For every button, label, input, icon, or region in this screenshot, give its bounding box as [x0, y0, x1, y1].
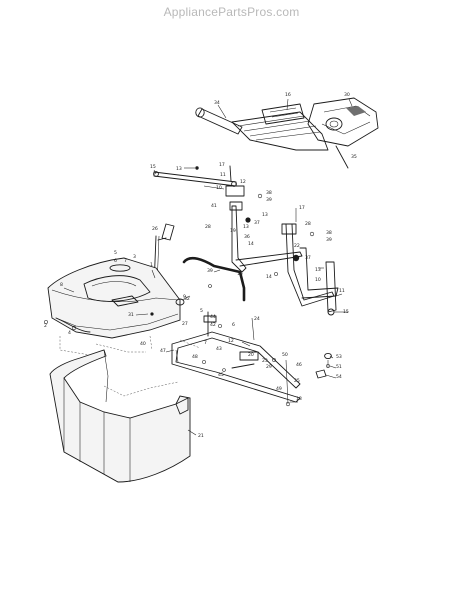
callout-9: 9: [183, 294, 186, 300]
callout-39: 39: [266, 197, 272, 203]
callout-30: 30: [344, 92, 350, 98]
callout-42: 42: [210, 322, 216, 328]
callout-19: 19: [230, 228, 236, 234]
grass-bag-cover: [44, 257, 212, 339]
callout-5b: 5: [200, 308, 203, 314]
callout-28b: 28: [205, 224, 211, 230]
callout-29: 29: [266, 364, 272, 370]
callout-22: 22: [294, 243, 300, 249]
callout-40: 40: [140, 341, 146, 347]
callout-45: 45: [218, 372, 224, 378]
leader-lines: [63, 98, 353, 436]
callout-21: 21: [198, 433, 204, 439]
callout-6: 6: [114, 258, 117, 264]
callout-1: 1: [150, 262, 153, 268]
callout-32: 32: [184, 296, 190, 302]
callout-27: 27: [182, 321, 188, 327]
callout-8: 8: [60, 282, 63, 288]
callout-26: 26: [152, 226, 158, 232]
callout-36: 36: [244, 234, 250, 240]
callout-43: 43: [216, 346, 222, 352]
callout-2: 2: [44, 323, 47, 329]
callout-12b: 12: [228, 338, 234, 344]
callout-41: 41: [211, 203, 217, 209]
callout-14: 14: [248, 241, 254, 247]
watermark-text: AppliancePartsPros.com: [163, 5, 300, 19]
callout-38b: 38: [326, 230, 332, 236]
callout-35: 35: [351, 154, 357, 160]
callout-10b: 10: [315, 277, 321, 283]
grass-bag: [49, 349, 191, 483]
lower-bag-frame: [171, 311, 301, 407]
callout-3: 3: [133, 254, 136, 260]
callout-6b: 6: [232, 322, 235, 328]
callout-31: 31: [128, 312, 134, 318]
bent-rod: [182, 256, 246, 302]
callout-34: 34: [214, 100, 220, 106]
callout-4: 4: [68, 330, 71, 336]
callout-46: 46: [296, 362, 302, 368]
callout-44: 44: [210, 314, 216, 320]
callout-39c: 39: [207, 268, 213, 274]
callout-28: 28: [305, 221, 311, 227]
callout-51: 51: [336, 364, 342, 370]
right-arm-frames: [229, 193, 339, 316]
callout-25: 25: [294, 378, 300, 384]
callout-16: 16: [285, 92, 291, 98]
callout-17: 17: [219, 162, 225, 168]
callout-13c: 13: [243, 224, 249, 230]
callout-13: 13: [176, 166, 182, 172]
upper-link-plate: [153, 165, 245, 197]
callout-11b: 11: [339, 288, 345, 294]
callout-7b: 7: [204, 340, 207, 346]
callout-15: 15: [150, 164, 156, 170]
callout-47: 47: [160, 348, 166, 354]
callout-5: 5: [114, 250, 117, 256]
callout-13d: 13: [315, 267, 321, 273]
callout-14b: 14: [266, 274, 272, 280]
callout-7: 7: [124, 258, 127, 264]
callout-20: 20: [248, 352, 254, 358]
callout-48: 48: [192, 354, 198, 360]
callout-13b: 13: [262, 212, 268, 218]
callout-10: 10: [216, 185, 222, 191]
callout-54: 54: [336, 374, 342, 380]
callout-38: 38: [266, 190, 272, 196]
callout-12: 12: [240, 179, 246, 185]
callout-15b: 15: [237, 271, 243, 277]
callout-53: 53: [336, 354, 342, 360]
callout-37b: 37: [305, 255, 311, 261]
roller-tube-assembly: [195, 97, 379, 169]
callout-11: 11: [220, 172, 226, 178]
callout-18: 18: [296, 396, 302, 402]
hardware-group-right: [315, 352, 332, 379]
callout-17b: 17: [299, 205, 305, 211]
callout-24: 24: [254, 316, 260, 322]
callout-37: 37: [254, 220, 260, 226]
callout-49: 49: [276, 386, 282, 392]
callout-50: 50: [282, 352, 288, 358]
callout-39b: 39: [326, 237, 332, 243]
callout-23: 23: [262, 358, 268, 364]
phantom-lines: [59, 335, 201, 397]
callout-labels: 34 16 30 35 17 13 15 11 12 10 38 39 41 1…: [44, 92, 357, 439]
